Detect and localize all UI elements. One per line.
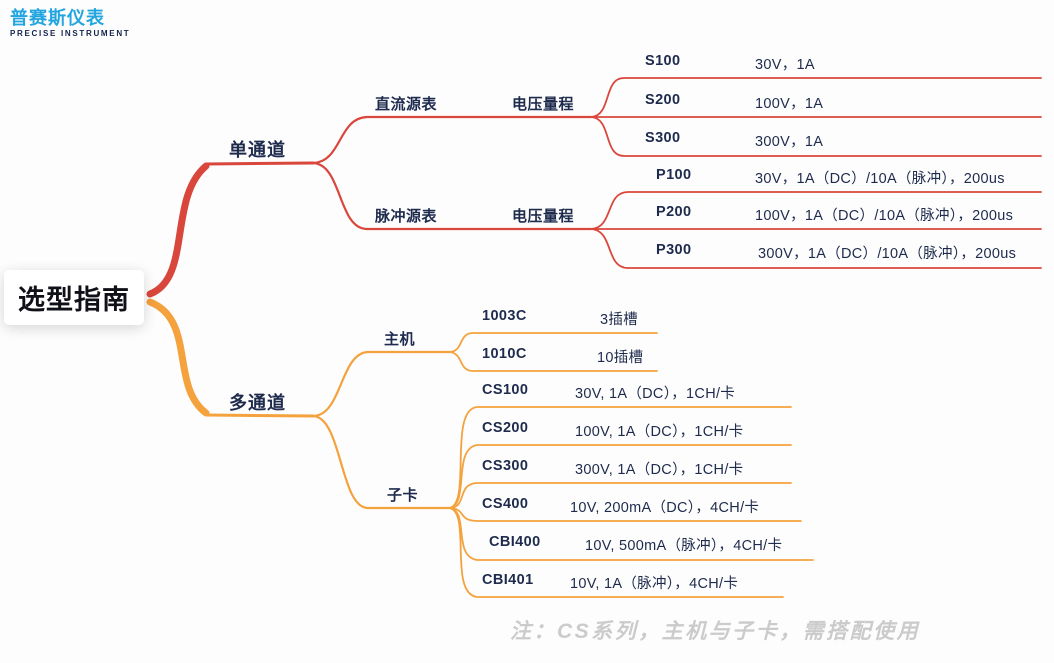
leaf-cs100-model: CS100 — [482, 382, 529, 398]
leaf-cbi401-model: CBI401 — [482, 572, 534, 588]
edge-dc-to-s300 — [590, 116, 1042, 157]
edge-pulse-to-p300 — [590, 228, 1042, 269]
leaf-1003c-spec: 3插槽 — [600, 312, 638, 328]
edge-cards-to-cs100 — [448, 406, 792, 509]
leaf-p300-model: P300 — [656, 242, 692, 258]
node-single-channel: 单通道 — [229, 140, 286, 160]
leaf-p200-spec: 100V，1A（DC）/10A（脉冲），200us — [755, 208, 1014, 224]
edge-single-to-dc — [311, 115, 593, 165]
edge-root-to-multi — [146, 298, 210, 417]
node-pulse-voltage-range: 电压量程 — [512, 208, 575, 225]
leaf-p100-spec: 30V，1A（DC）/10A（脉冲），200us — [755, 171, 1005, 187]
leaf-p100-model: P100 — [656, 167, 692, 183]
leaf-s300-spec: 300V，1A — [755, 134, 824, 150]
leaf-cbi400-model: CBI400 — [489, 534, 541, 550]
leaf-s300-model: S300 — [645, 130, 681, 146]
node-dc-source: 直流源表 — [375, 96, 438, 113]
leaf-cbi400-spec: 10V, 500mA（脉冲），4CH/卡 — [585, 538, 783, 554]
leaf-cs200-spec: 100V, 1A（DC），1CH/卡 — [575, 424, 744, 440]
leaf-1003c-model: 1003C — [482, 308, 527, 324]
footer-note: 注：CS系列，主机与子卡，需搭配使用 — [510, 620, 921, 643]
leaf-p300-spec: 300V，1A（DC）/10A（脉冲），200us — [758, 246, 1017, 262]
leaf-p200-model: P200 — [656, 204, 692, 220]
leaf-cs400-spec: 10V, 200mA（DC），4CH/卡 — [570, 500, 760, 516]
leaf-s200-model: S200 — [645, 92, 681, 108]
leaf-cs300-model: CS300 — [482, 458, 529, 474]
edge-mainframe-to-1010c — [448, 351, 658, 372]
leaf-cs300-spec: 300V, 1A（DC），1CH/卡 — [575, 462, 744, 478]
edge-single-underline — [204, 161, 315, 166]
leaf-1010c-spec: 10插槽 — [597, 350, 644, 366]
leaf-cs100-spec: 30V, 1A（DC），1CH/卡 — [575, 386, 736, 402]
edge-multi-to-cards — [311, 414, 451, 510]
root-node: 选型指南 — [4, 270, 144, 325]
node-cards: 子卡 — [387, 487, 419, 504]
edge-dc-to-s100 — [590, 77, 1042, 118]
node-pulse-source: 脉冲源表 — [375, 208, 438, 225]
node-multi-channel: 多通道 — [229, 393, 286, 413]
edge-cards-to-cs200 — [448, 444, 792, 509]
leaf-cbi401-spec: 10V, 1A（脉冲），4CH/卡 — [570, 576, 739, 592]
leaf-cs400-model: CS400 — [482, 496, 529, 512]
edge-cards-to-cs300 — [448, 482, 792, 509]
leaf-s200-spec: 100V，1A — [755, 96, 824, 112]
node-dc-voltage-range: 电压量程 — [512, 96, 575, 113]
edge-root-to-single — [146, 162, 210, 298]
edge-pulse-to-p100 — [590, 191, 1042, 230]
leaf-cs200-model: CS200 — [482, 420, 529, 436]
edge-multi-to-mainframe — [311, 350, 451, 418]
leaf-s100-spec: 30V，1A — [755, 57, 815, 73]
edge-mainframe-to-1003c — [448, 332, 658, 353]
brand-name-en: PRECISE INSTRUMENT — [10, 29, 131, 38]
edge-cards-to-cbi401 — [448, 507, 784, 598]
edge-single-to-pulse — [311, 161, 593, 231]
leaf-s100-model: S100 — [645, 53, 681, 69]
brand-name-cn: 普赛斯仪表 — [10, 8, 105, 28]
node-mainframe: 主机 — [384, 331, 416, 348]
edge-multi-underline — [204, 413, 315, 418]
brand-logo: 普赛斯仪表 PRECISE INSTRUMENT — [10, 8, 130, 40]
leaf-1010c-model: 1010C — [482, 346, 527, 362]
